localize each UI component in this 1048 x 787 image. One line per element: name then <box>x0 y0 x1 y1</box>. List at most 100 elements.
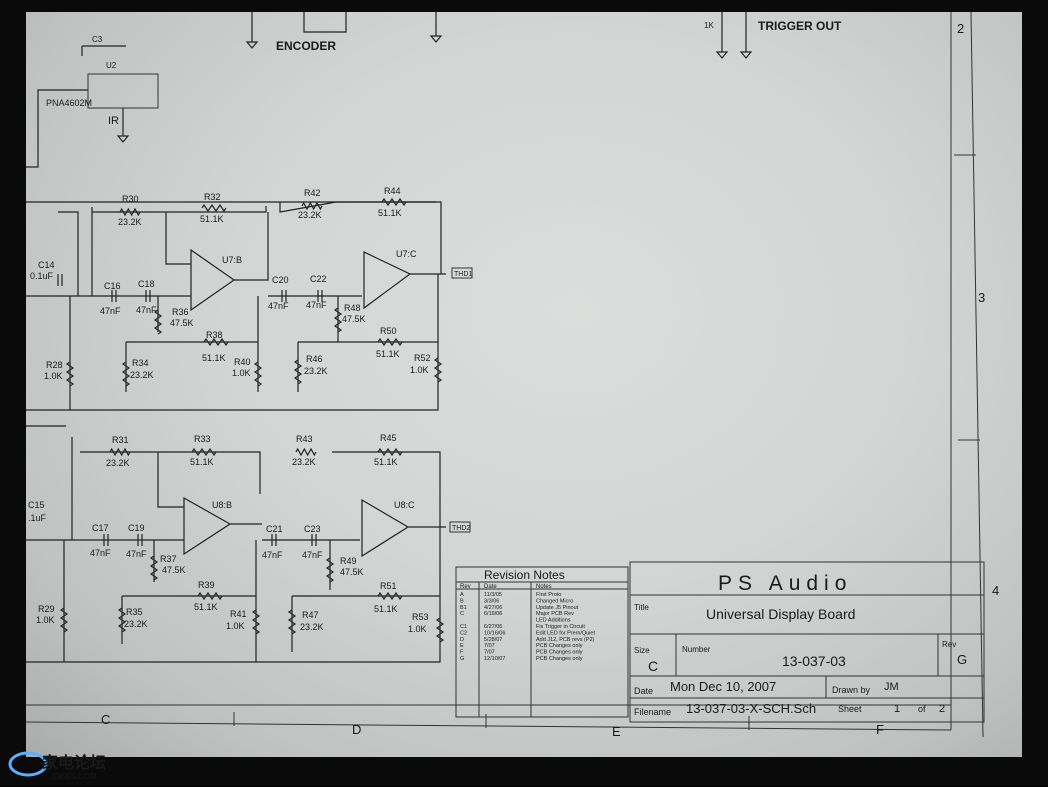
resistor-1k-label: 1K <box>704 21 714 30</box>
revision-cell: PCB Changes only <box>536 656 583 662</box>
c21-ref: C21 <box>266 524 283 534</box>
r46-value: 23.2K <box>304 366 328 376</box>
r50-value: 51.1K <box>376 349 400 359</box>
r34-value: 23.2K <box>130 370 154 380</box>
c17-value: 47nF <box>90 548 111 558</box>
revision-cell: E <box>460 643 464 649</box>
revision-cell: 12/10/07 <box>484 656 505 662</box>
monitor-screen: C D E F 2 3 4 ENCODER TRIGGER OUT 1K U2 … <box>26 12 1022 757</box>
revision-cell: B <box>460 598 464 604</box>
r34-ref: R34 <box>132 358 149 368</box>
resistor-symbol <box>433 357 443 383</box>
resistor-symbol <box>295 447 317 457</box>
r38-value: 51.1K <box>202 353 226 363</box>
resistor-symbol <box>203 337 229 347</box>
r51-ref: R51 <box>380 581 397 591</box>
u8b-label: U8:B <box>212 500 232 510</box>
revision-cell: 3/3/06 <box>484 598 499 604</box>
resistor-symbol <box>287 609 297 635</box>
revision-cell: 4/27/06 <box>484 605 502 611</box>
drawn-by-value: JM <box>884 681 899 693</box>
revision-cell: Major PCB Rev <box>536 611 574 617</box>
top-circuits: ENCODER TRIGGER OUT 1K U2 PNA4602M IR C3 <box>26 12 842 168</box>
sheet-border: C D E F 2 3 4 <box>26 12 999 739</box>
c23-ref: C23 <box>304 524 321 534</box>
company-name: PS Audio <box>718 572 852 595</box>
r28-value: 1.0K <box>44 371 63 381</box>
resistor-symbol <box>117 607 127 633</box>
sheet-total: 2 <box>939 703 945 715</box>
resistor-symbol <box>435 617 445 643</box>
resistor-symbol <box>251 609 261 635</box>
resistor-symbol <box>153 309 163 335</box>
border-row-4: 4 <box>992 583 999 598</box>
size-label: Size <box>634 646 650 655</box>
revision-cell: 6/27/06 <box>484 624 502 630</box>
revision-header-notes: Notes <box>536 584 552 590</box>
part-number-label: PNA4602M <box>46 98 92 108</box>
r28-ref: R28 <box>46 360 63 370</box>
revision-cell: 6/19/06 <box>484 611 502 617</box>
date-label: Date <box>634 686 653 696</box>
r50-ref: R50 <box>380 326 397 336</box>
filename-label: Filename <box>634 707 671 717</box>
of-label: of <box>918 704 926 714</box>
revision-cell: 5/28/07 <box>484 637 502 643</box>
resistor-symbol <box>333 307 343 333</box>
revision-cell: G <box>460 656 464 662</box>
resistor-symbol <box>119 207 141 217</box>
border-col-d: D <box>352 722 361 737</box>
sheet-value: 1 <box>894 703 900 715</box>
c21-value: 47nF <box>262 550 283 560</box>
resistor-symbol <box>121 361 131 387</box>
revision-header-date: Date <box>484 584 497 590</box>
resistor-symbol <box>253 361 263 387</box>
resistor-symbol <box>381 197 407 207</box>
revision-cell: Update J5 Pinout <box>536 605 579 611</box>
c20-value: 47nF <box>268 301 289 311</box>
filename-value: 13-037-03-X-SCH.Sch <box>686 701 816 716</box>
r44-ref: R44 <box>384 186 401 196</box>
encoder-label: ENCODER <box>276 39 336 53</box>
revision-cell: F <box>460 650 464 656</box>
revision-cell: 10/16/06 <box>484 630 505 636</box>
resistor-symbol <box>377 337 403 347</box>
border-col-f: F <box>876 722 884 737</box>
resistor-symbol <box>197 591 223 601</box>
resistor-symbol <box>149 555 159 581</box>
r47-value: 23.2K <box>300 622 324 632</box>
r39-ref: R39 <box>198 580 215 590</box>
revision-cell: Add J12, PCB revs (P2) <box>536 637 595 643</box>
rev-value: G <box>957 652 967 667</box>
r36-value: 47.5K <box>170 318 194 328</box>
r48-ref: R48 <box>344 303 361 313</box>
r29-value: 1.0K <box>36 615 55 625</box>
border-col-c: C <box>101 712 110 727</box>
revision-cell: LED Additions <box>536 618 571 624</box>
c22-ref: C22 <box>310 274 327 284</box>
revision-cell: A <box>460 592 464 598</box>
revision-cell: Changed Micro <box>536 598 573 604</box>
r41-value: 1.0K <box>226 621 245 631</box>
net-thd2: THD2 <box>452 525 470 532</box>
revision-title: Revision Notes <box>484 568 565 582</box>
r47-ref: R47 <box>302 610 319 620</box>
component-symbols <box>57 197 445 643</box>
trigger-out-label: TRIGGER OUT <box>758 19 842 33</box>
c15-ref: C15 <box>28 500 45 510</box>
resistor-symbol <box>301 201 323 211</box>
c17-ref: C17 <box>92 523 109 533</box>
border-row-3: 3 <box>978 290 985 305</box>
ir-label: IR <box>108 115 119 127</box>
r37-ref: R37 <box>160 554 177 564</box>
r30-ref: R30 <box>122 194 139 204</box>
c16-value: 47nF <box>100 306 121 316</box>
r38-ref: R38 <box>206 330 223 340</box>
rev-label: Rev <box>942 640 956 649</box>
r46-ref: R46 <box>306 354 323 364</box>
c14-value: 0.1uF <box>30 271 54 281</box>
r30-value: 23.2K <box>118 217 142 227</box>
r39-value: 51.1K <box>194 602 218 612</box>
revision-cell: C <box>460 611 464 617</box>
